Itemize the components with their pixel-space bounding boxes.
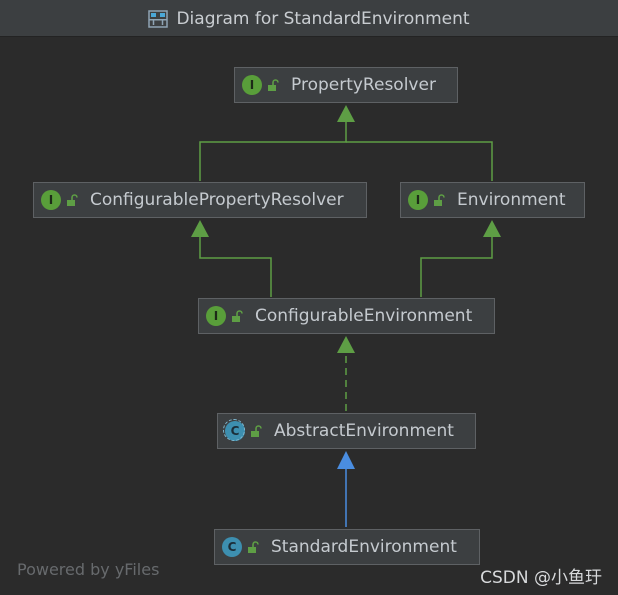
edge-env-to-pr — [346, 141, 493, 181]
abstract-class-icon: C — [223, 419, 245, 441]
node-environment[interactable]: I Environment — [400, 182, 585, 218]
arrowhead-environment — [483, 220, 501, 237]
title-bar: Diagram for StandardEnvironment — [0, 0, 618, 37]
node-label: ConfigurableEnvironment — [255, 306, 473, 326]
interface-icon: I — [242, 75, 262, 95]
title-wrap: Diagram for StandardEnvironment — [0, 0, 618, 37]
arrowhead-abstract-environment — [337, 451, 355, 469]
arrowhead-configurable-property-resolver — [191, 220, 209, 237]
node-property-resolver[interactable]: I PropertyResolver — [234, 67, 458, 103]
window-title: Diagram for StandardEnvironment — [176, 8, 470, 29]
node-configurable-property-resolver[interactable]: I ConfigurablePropertyResolver — [33, 182, 367, 218]
unlocked-icon — [434, 194, 445, 206]
unlocked-icon — [248, 541, 259, 553]
node-label: AbstractEnvironment — [274, 421, 454, 441]
unlocked-icon — [251, 425, 262, 437]
unlocked-icon — [232, 310, 243, 322]
powered-by-label: Powered by yFiles — [17, 560, 160, 579]
arrowhead-configurable-environment — [337, 336, 355, 353]
interface-icon: I — [41, 190, 61, 210]
edge-ce-to-cpr — [199, 237, 272, 297]
interface-icon: I — [408, 190, 428, 210]
watermark: CSDN @小鱼玗 — [480, 568, 602, 588]
edge-ce-to-env — [420, 237, 493, 297]
node-label: ConfigurablePropertyResolver — [90, 190, 344, 210]
node-configurable-environment[interactable]: I ConfigurableEnvironment — [198, 298, 495, 334]
class-icon: C — [222, 537, 242, 557]
unlocked-icon — [268, 79, 279, 91]
node-label: PropertyResolver — [291, 75, 436, 95]
node-label: Environment — [457, 190, 566, 210]
node-abstract-environment[interactable]: C AbstractEnvironment — [217, 413, 476, 449]
unlocked-icon — [67, 194, 78, 206]
edge-cpr-to-pr — [199, 122, 347, 181]
diagram-icon — [148, 9, 169, 28]
node-standard-environment[interactable]: C StandardEnvironment — [214, 529, 480, 565]
arrowhead-property-resolver — [337, 105, 355, 122]
node-label: StandardEnvironment — [271, 537, 457, 557]
interface-icon: I — [206, 306, 226, 326]
